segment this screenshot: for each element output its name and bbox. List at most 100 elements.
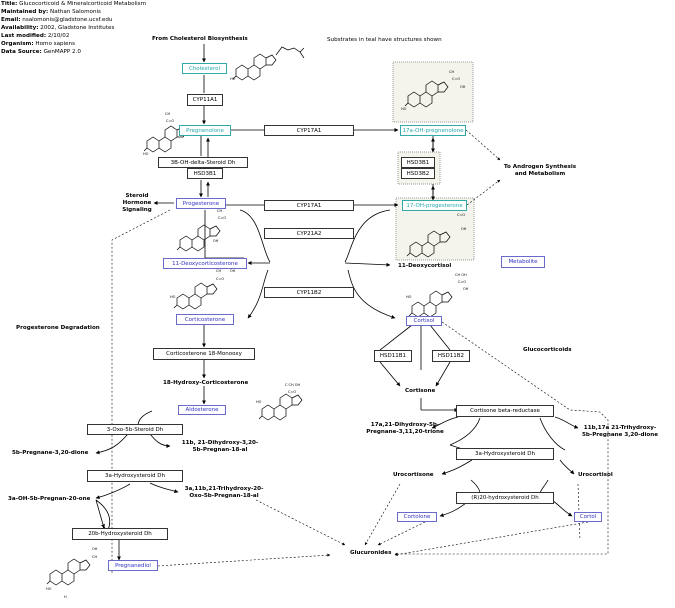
structure-glyph: CH [449, 70, 454, 74]
value: Nathan Salomonis [50, 9, 101, 15]
metabolite-11-deoxycorticosterone[interactable]: 11-Deoxycorticosterone [163, 258, 247, 269]
label-progesterone-degradation: Progesterone Degradation [16, 325, 100, 331]
gene-3-oxo-5b-steroid-dh[interactable]: 3-Oxo-5b-Steroid Dh [87, 424, 183, 435]
label-trihydroxy-oxo: 3a,11b,21-Trihydroxy-20-Oxo-5b-Pregnan-1… [184, 486, 264, 499]
label: Title: [1, 1, 18, 7]
metabolite-pregnenolone[interactable]: Pregnenolone [179, 125, 231, 136]
label-cortisone: Cortisone [405, 388, 436, 394]
structure-glyph: HO [46, 587, 52, 591]
structure-glyph: C=O [457, 213, 465, 217]
structure-glyph: OH [461, 227, 467, 231]
gene-cyp17a1-top[interactable]: CYP17A1 [264, 125, 354, 136]
structure-panel-oh17-pregnenolone [392, 61, 474, 123]
structure-glyph: HO [256, 400, 262, 404]
metabolite-cortisol[interactable]: Cortisol [406, 316, 442, 326]
label: Email: [1, 17, 21, 23]
label-dihydroxy-al: 11b, 21-Dihydroxy-3,20-5b-Pregnan-18-al [181, 440, 259, 453]
label-hydroxycorticosterone: 18-Hydroxy-Corticosterone [163, 380, 249, 386]
structure-glyph: HO [230, 77, 236, 81]
label: Maintained by: [1, 9, 49, 15]
header-email: Email: nsalomonis@gladstone.ucsf.edu [1, 17, 112, 24]
structure-glyph: OH [92, 547, 98, 551]
reaction-arrows [95, 44, 579, 561]
gene-3a-hydroxysteroid-dh-right[interactable]: 3a-Hydroxysteroid Dh [456, 448, 554, 460]
structure-glyph: CH [217, 209, 222, 213]
gene-cyp11b2[interactable]: CYP11B2 [264, 287, 354, 298]
label-steroid-signaling: Steroid Hormone Signaling [122, 193, 152, 213]
dashed-arrows [111, 129, 609, 575]
structure-glyph: HO [406, 295, 412, 299]
steroid-structure-icon [232, 46, 305, 81]
label-oh5b: 3a-OH-5b-Pregnan-20-one [8, 496, 91, 502]
steroid-structure-icon [173, 282, 218, 310]
label: Organism: [1, 41, 34, 47]
steroid-structure-icon [176, 224, 221, 252]
steroid-structure-icon [46, 558, 91, 586]
label-trione: 17a,21-Dihydroxy-5b-Pregnane-3,11,20-tri… [366, 422, 444, 435]
label-glucuronides: Glucuronides [350, 550, 392, 556]
structure-glyph: H [64, 595, 67, 599]
value: 2/10/02 [47, 33, 70, 39]
structure-glyph: C=O [458, 280, 466, 284]
gene-hsd3b1-right[interactable]: HSD3B1 [401, 157, 435, 168]
metabolite-cholesterol[interactable]: Cholesterol [182, 63, 227, 74]
gene-3a-hydroxysteroid-dh-left[interactable]: 3a-Hydroxysteroid Dh [87, 470, 183, 482]
steroid-structure-icon [258, 393, 303, 421]
label-glucocorticoids: Glucocorticoids [523, 347, 572, 353]
structure-glyph: C CH OH [285, 383, 300, 387]
gene-corticosterone-monooxy[interactable]: Corticosterone 18-Monooxy [153, 348, 255, 360]
structure-glyph: CH [216, 269, 221, 273]
label-pregnanedione: 5b-Pregnane-3,20-dione [12, 450, 89, 456]
gene-hsd11b1[interactable]: HSD11B1 [374, 350, 412, 362]
structure-glyph: C=O [216, 277, 224, 281]
label-deoxycortisol: 11-Deoxycortisol [398, 263, 452, 269]
gene-cortisone-beta-reductase[interactable]: Cortisone beta-reductase [456, 405, 554, 417]
structure-glyph: OH [230, 269, 236, 273]
structure-glyph: OH [460, 85, 466, 89]
structure-glyph: OH [463, 287, 469, 291]
header-source: Data Source: GenMAPP 2.0 [1, 49, 81, 56]
value: nsalomonis@gladstone.ucsf.edu [22, 17, 113, 23]
label-urocortisone: Urocortisone [393, 472, 434, 478]
label: Last modified: [1, 33, 47, 39]
value: 2002, Gladstone Institutes [40, 25, 115, 31]
header-organism: Organism: Homo sapiens [1, 41, 75, 48]
structure-glyph: CH OH [455, 273, 467, 277]
structure-glyph: C=O [218, 216, 226, 220]
gene-hsd3b2-right[interactable]: HSD3B2 [401, 168, 435, 179]
metabolite-cortolone[interactable]: Cortolone [397, 512, 437, 522]
gene-cyp17a1-mid[interactable]: CYP17A1 [264, 200, 354, 211]
steroid-structure-icon [408, 290, 453, 318]
label-from-cholesterol: From Cholesterol Biosynthesis [152, 36, 248, 42]
metabolite-aldosterone[interactable]: Aldosterone [178, 405, 226, 415]
header-modified: Last modified: 2/10/02 [1, 33, 69, 40]
structure-glyph: CH [92, 555, 97, 559]
gene-hsd3b1-left[interactable]: HSD3B1 [187, 168, 223, 179]
gene-r20-hydroxysteroid-dh[interactable]: (R)20-hydroxysteroid Dh [456, 492, 554, 504]
structure-glyph: OH [213, 239, 219, 243]
value: Glucocorticoid & Mineralcorticoid Metabo… [19, 1, 147, 7]
structure-glyph: C=O [288, 390, 296, 394]
label-urocortisol: Urocortisol [578, 472, 613, 478]
header-title: Title: Glucocorticoid & Mineralcorticoid… [1, 1, 146, 8]
metabolite-pregnanediol[interactable]: Pregnanediol [108, 560, 158, 571]
metabolite-legend[interactable]: Metabolite [501, 256, 545, 268]
gene-cyp11a1[interactable]: CYP11A1 [187, 94, 223, 106]
gene-3b-oh-delta-steroid-dh[interactable]: 3B-OH-delta-Steroid Dh [158, 157, 248, 168]
label-trihydroxy-dione: 11b,17a 21-Trihydroxy-5b-Pregnane 3,20-d… [581, 425, 659, 438]
structure-glyph: HO [401, 107, 407, 111]
label: Data Source: [1, 49, 42, 55]
metabolite-17-oh-progesterone[interactable]: 17-OH-progesterone [402, 200, 467, 211]
metabolite-corticosterone[interactable]: Corticosterone [176, 314, 234, 325]
metabolite-cortol[interactable]: Cortol [574, 512, 602, 522]
structure-glyph: HO [143, 152, 149, 156]
value: Homo sapiens [35, 41, 76, 47]
gene-20b-hydroxysteroid-dh[interactable]: 20b-Hydroxysteroid Dh [72, 528, 168, 540]
structure-glyph: C=O [166, 119, 174, 123]
metabolite-17a-oh-pregnenolone[interactable]: 17a-OH-pregnenolone [400, 125, 466, 136]
gene-hsd11b2[interactable]: HSD11B2 [432, 350, 470, 362]
gene-cyp21a2[interactable]: CYP21A2 [264, 228, 354, 239]
header-availability: Availability: 2002, Gladstone Institutes [1, 25, 114, 32]
structure-glyph: CH [165, 112, 170, 116]
metabolite-progesterone[interactable]: Progesterone [176, 198, 226, 209]
